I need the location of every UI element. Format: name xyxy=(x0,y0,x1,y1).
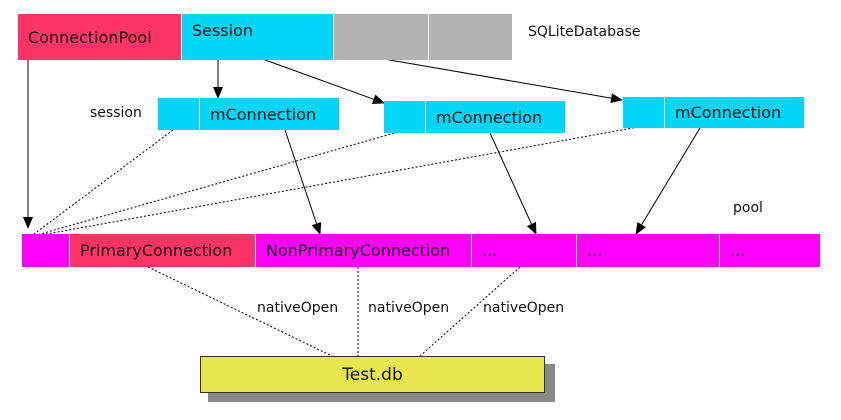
primary-connection-label: PrimaryConnection xyxy=(80,241,233,260)
dotted-session2-to-pool xyxy=(29,131,399,238)
dotted-session3-to-pool xyxy=(29,126,639,238)
connection-pool-label: ConnectionPool xyxy=(28,27,152,47)
mconnection-3-label: mConnection xyxy=(675,103,782,122)
arrow-mconn1-to-nonprimary xyxy=(284,129,322,235)
mconnection-2-label: mConnection xyxy=(436,107,543,127)
pool-slot-ellipsis-3: ... xyxy=(720,234,820,267)
database-file-box: Test.db xyxy=(200,356,545,393)
database-field-empty-2 xyxy=(429,14,513,60)
database-file-label: Test.db xyxy=(342,364,403,385)
database-field-empty-1 xyxy=(334,14,429,60)
pool-slot-ellipsis-2: ... xyxy=(577,234,720,267)
session-3-ref xyxy=(623,97,665,128)
pool-ref xyxy=(22,234,70,267)
non-primary-connection-label: NonPrimaryConnection xyxy=(266,241,451,260)
arrow-mconn2-to-ellipsis1 xyxy=(489,132,537,235)
mconnection-1-label: mConnection xyxy=(210,104,317,124)
ellipsis-1-label: ... xyxy=(482,241,498,260)
session-2-mconnection: mConnection xyxy=(426,101,566,133)
session-caption: session xyxy=(90,105,142,121)
pool-slot-ellipsis-1: ... xyxy=(472,234,577,267)
ellipsis-3-label: ... xyxy=(730,241,746,260)
native-open-label-3: nativeOpen xyxy=(483,300,565,316)
ellipsis-2-label: ... xyxy=(587,241,603,260)
primary-connection-box: PrimaryConnection xyxy=(70,234,256,267)
arrow-mconn3-to-ellipsis2 xyxy=(635,127,701,235)
session-label: Session xyxy=(192,21,254,40)
session-3-mconnection: mConnection xyxy=(665,97,805,128)
native-open-label-1: nativeOpen xyxy=(257,300,339,316)
dotted-session1-to-pool xyxy=(29,129,174,238)
session-box: Session xyxy=(182,14,334,60)
session-1-ref xyxy=(158,98,200,130)
native-open-label-2: nativeOpen xyxy=(368,300,450,316)
session-2-ref xyxy=(384,101,426,133)
sqlite-database-label: SQLiteDatabase xyxy=(528,24,641,40)
pool-caption: pool xyxy=(733,200,763,216)
connection-pool-box: ConnectionPool xyxy=(18,14,182,60)
non-primary-connection-box: NonPrimaryConnection xyxy=(256,234,472,267)
session-1-mconnection: mConnection xyxy=(200,98,340,130)
